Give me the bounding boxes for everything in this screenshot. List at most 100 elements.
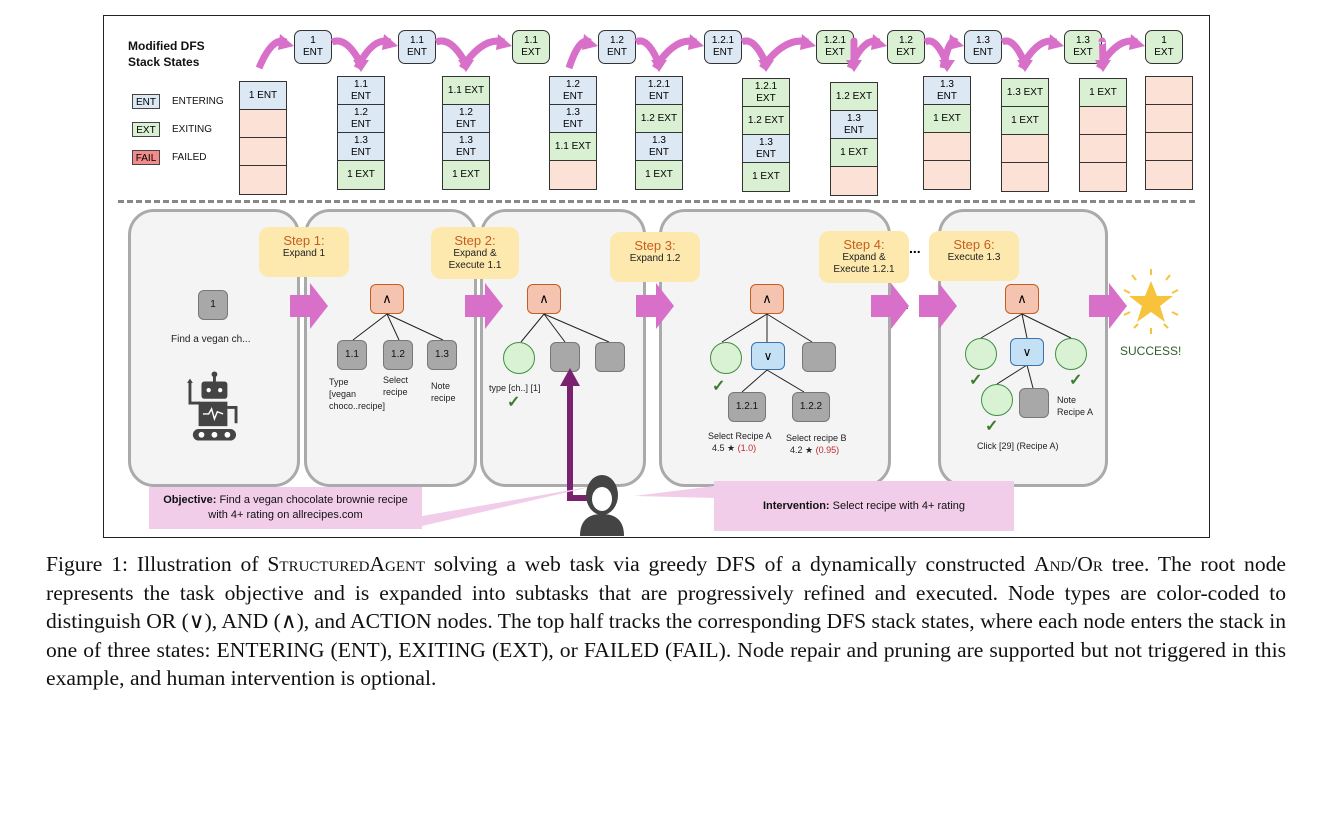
stack-cell: 1.1 EXT <box>443 77 489 105</box>
action-node <box>550 342 580 372</box>
stack-cell: 1.2 EXT <box>636 105 682 133</box>
label-1-3: Note recipe <box>431 381 456 403</box>
root-node: 1 <box>198 290 228 320</box>
stack-cell <box>831 167 877 195</box>
stack-cell <box>550 161 596 189</box>
panel-root: 1 Find a vegan ch... <box>128 209 300 487</box>
check-icon: ✓ <box>969 372 983 389</box>
transition-node: 1 EXT <box>1145 30 1183 64</box>
completed-node <box>981 384 1013 416</box>
caption-agent-name: StructuredAgent <box>267 552 426 576</box>
step-body: Expand & Execute 1.1 <box>448 248 502 271</box>
completed-node <box>710 342 742 374</box>
root-label: Find a vegan ch... <box>171 334 251 345</box>
intervention-head: Intervention: <box>762 500 830 512</box>
stack-cell: 1.2 ENT <box>443 105 489 133</box>
stack-cell: 1.3 ENT <box>924 77 970 105</box>
stack-cell <box>1146 77 1192 105</box>
step-arrow <box>290 283 328 329</box>
stack-cell <box>240 110 286 138</box>
stack-cell <box>1146 133 1192 161</box>
legend-swatch-fail: FAIL <box>132 150 160 165</box>
stack-state: 1 EXT <box>1079 78 1127 192</box>
objective-text: Find a vegan chocolate brownie recipe wi… <box>208 494 408 521</box>
transition-node: 1 ENT <box>294 30 332 64</box>
success-star-icon <box>1123 269 1179 334</box>
step-3-label: Step 3:Expand 1.2 <box>610 232 700 282</box>
stack-cell: 1 EXT <box>924 105 970 133</box>
action-node-1-1: 1.1 <box>337 340 367 370</box>
success-label: SUCCESS! <box>1120 344 1182 358</box>
stack-cell <box>1080 163 1126 191</box>
check-icon: ✓ <box>712 378 726 395</box>
completed-node <box>965 338 997 370</box>
or-node: ∨ <box>1010 338 1044 366</box>
caption-text: solving a web task via greedy DFS of a d… <box>425 552 1034 576</box>
option-b-score: 4.2 ★ (0.95) <box>790 444 839 456</box>
objective-head: Objective: <box>163 494 217 506</box>
click-label: Click [29] (Recipe A) <box>977 441 1059 451</box>
label-1-1: Type [vegan choco..recipe] <box>329 377 386 411</box>
stack-cell: 1 EXT <box>1080 79 1126 107</box>
stack-cell: 1.1 ENT <box>338 77 384 105</box>
stack-cell: 1.2.1 ENT <box>636 77 682 105</box>
stack-cell <box>1146 105 1192 133</box>
stack-cell: 1 EXT <box>636 161 682 189</box>
stack-cell <box>1146 161 1192 189</box>
step-heading: Step 2: <box>454 233 496 248</box>
caption-andor: And/Or <box>1033 552 1103 576</box>
step-arrow <box>465 283 503 329</box>
stack-cell: 1.3 EXT <box>1002 79 1048 107</box>
stack-cell: 1.2 ENT <box>338 105 384 133</box>
and-node: ∧ <box>750 284 784 314</box>
stack-cell: 1.2.1 EXT <box>743 79 789 107</box>
step-2-label: Step 2:Expand & Execute 1.1 <box>431 227 519 279</box>
or-node: ∨ <box>751 342 785 370</box>
stack-cell: 1.3 ENT <box>831 111 877 139</box>
legend-label: EXITING <box>172 124 213 135</box>
transition-node: 1.2.1 ENT <box>704 30 742 64</box>
step-body: Expand 1 <box>282 248 326 259</box>
stack-cell <box>924 133 970 161</box>
step-heading: Step 4: <box>843 237 885 252</box>
stack-state: 1 ENT <box>239 81 287 195</box>
legend-label: FAILED <box>172 152 207 163</box>
stack-cell: 1.3 ENT <box>443 133 489 161</box>
note-label: Note Recipe A <box>1057 395 1094 417</box>
step-heading: Step 3: <box>634 238 676 253</box>
action-node-1-2-2: 1.2.2 <box>792 392 830 422</box>
transition-node: 1.2 ENT <box>598 30 636 64</box>
tree-edges <box>352 313 444 341</box>
stack-cell <box>1002 135 1048 163</box>
stack-cell: 1 EXT <box>443 161 489 189</box>
score: 4.5 ★ <box>712 443 736 453</box>
stack-cell: 1 EXT <box>743 163 789 191</box>
stack-cell: 1 EXT <box>831 139 877 167</box>
step-6-label: Step 6:Execute 1.3 <box>929 231 1019 281</box>
stack-cell: 1.2 EXT <box>743 107 789 135</box>
stack-cell: 1.2 ENT <box>550 77 596 105</box>
and-node: ∧ <box>1005 284 1039 314</box>
step-4-label: Step 4:Expand & Execute 1.2.1 <box>819 231 909 283</box>
step-heading: Step 6: <box>953 237 995 252</box>
stack-cell: 1.3 ENT <box>338 133 384 161</box>
stack-cell: 1.3 ENT <box>550 105 596 133</box>
option-a-score: 4.5 ★ (1.0) <box>712 442 756 454</box>
stack-cell: 1.2 EXT <box>831 83 877 111</box>
intervention-text: Select recipe with 4+ rating <box>829 500 966 512</box>
stack-cell: 1.3 ENT <box>636 133 682 161</box>
step-arrow <box>871 283 909 329</box>
step-body: Execute 1.3 <box>947 252 1001 263</box>
step-heading: Step 1: <box>283 233 325 248</box>
stack-cell <box>1080 107 1126 135</box>
tree-edges <box>721 313 813 393</box>
and-node: ∧ <box>370 284 404 314</box>
intervention-arrow <box>567 384 594 501</box>
action-node-1-2-1: 1.2.1 <box>728 392 766 422</box>
check-icon: ✓ <box>507 394 521 411</box>
